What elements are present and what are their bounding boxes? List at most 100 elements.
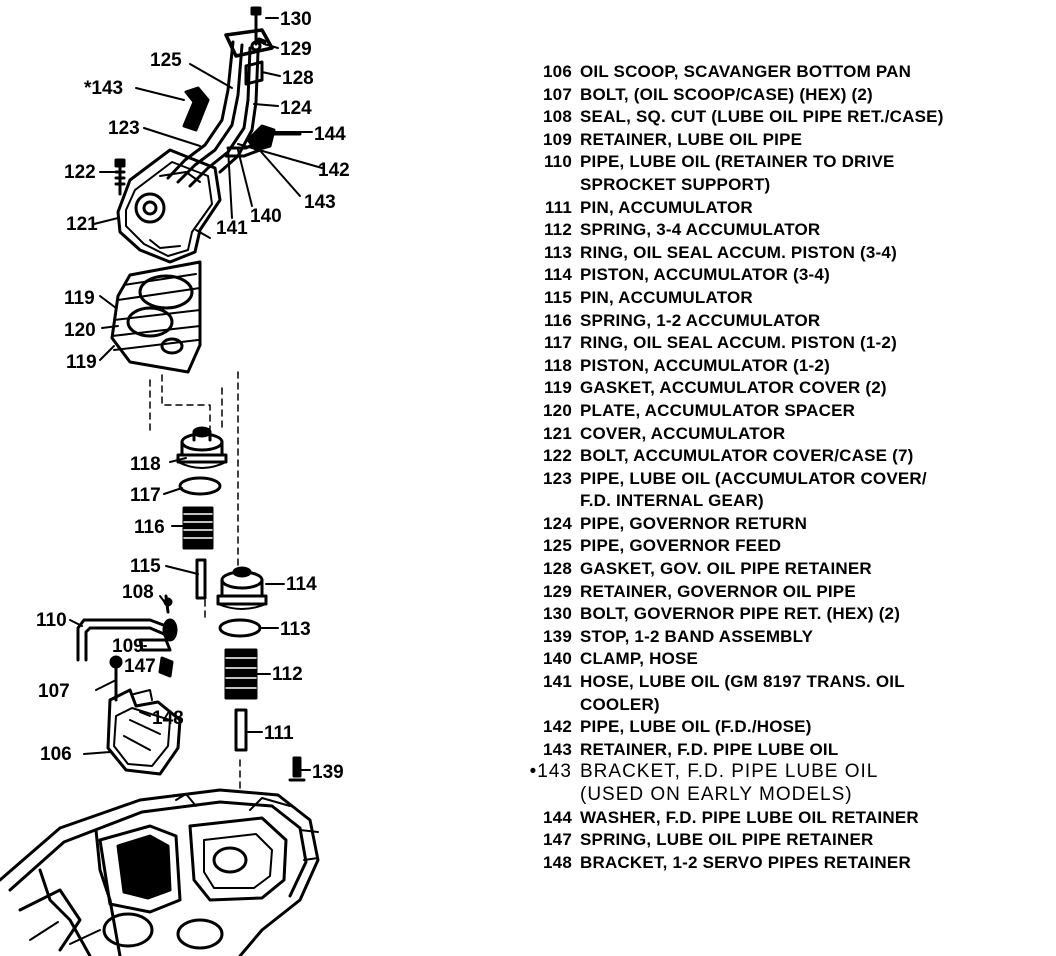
legend-item: 148 BRACKET, 1-2 SERVO PIPES RETAINER: [520, 852, 1050, 875]
legend-part-description: PIPE, LUBE OIL (F.D./HOSE): [580, 717, 812, 737]
legend-part-description: PIN, ACCUMULATOR: [580, 287, 753, 307]
legend-part-description: STOP, 1-2 BAND ASSEMBLY: [580, 626, 814, 646]
legend-part-number: 118: [543, 355, 572, 375]
legend-item: 139 STOP, 1-2 BAND ASSEMBLY: [520, 626, 1050, 649]
oil-seal-ring-3-4-drawing: [218, 618, 262, 638]
callout-148: 148: [152, 708, 184, 729]
legend-part-description: RING, OIL SEAL ACCUM. PISTON (1-2): [580, 333, 897, 353]
legend-part-number: 124: [543, 513, 572, 533]
callout-139: 139: [312, 762, 344, 783]
legend-part-number: 111: [544, 197, 572, 217]
legend-part-number: 107: [543, 84, 572, 104]
legend-item: 140 CLAMP, HOSE: [520, 648, 1050, 671]
callout-labels: 130 129 125 128 *143 124 123 144 122 142…: [36, 9, 350, 783]
callout-125: 125: [150, 50, 182, 71]
legend-part-description: PIPE, LUBE OIL (RETAINER TO DRIVE SPROCK…: [580, 152, 895, 194]
callout-141: 141: [216, 218, 248, 239]
early-bracket-drawing: [182, 86, 210, 132]
callout-143-early: *143: [84, 78, 123, 99]
legend-part-description: PIPE, LUBE OIL (ACCUMULATOR COVER/ F.D. …: [580, 468, 927, 511]
legend-part-description: PIN, ACCUMULATOR: [580, 197, 753, 217]
leader-lines: [69, 17, 323, 771]
legend-item: 129 RETAINER, GOVERNOR OIL PIPE: [520, 581, 1050, 604]
legend-item: 123 PIPE, LUBE OIL (ACCUMULATOR COVER/ F.…: [520, 468, 1050, 513]
spring-3-4-drawing: [224, 648, 258, 700]
callout-110: 110: [36, 610, 67, 631]
legend-part-number: 147: [543, 830, 572, 850]
callout-119-top: 119: [64, 288, 95, 309]
governor-pipe-retainer-drawing: [224, 6, 274, 86]
legend-item: 147 SPRING, LUBE OIL PIPE RETAINER: [520, 829, 1050, 852]
fd-pipe-washer-drawing: [224, 124, 302, 158]
callout-106: 106: [40, 744, 72, 765]
legend-item: 117 RING, OIL SEAL ACCUM. PISTON (1-2): [520, 332, 1050, 355]
legend-part-description: PLATE, ACCUMULATOR SPACER: [580, 400, 856, 420]
legend-part-number: 116: [543, 310, 572, 330]
legend-item: 108 SEAL, SQ. CUT (LUBE OIL PIPE RET./CAS…: [520, 106, 1050, 129]
legend-part-number: 143: [543, 739, 572, 759]
legend-part-number: 141: [543, 672, 572, 692]
callout-107: 107: [38, 681, 70, 702]
callout-119-bottom: 119: [66, 352, 97, 373]
legend-part-description: RING, OIL SEAL ACCUM. PISTON (3-4): [580, 242, 897, 262]
legend-part-description: CLAMP, HOSE: [580, 649, 699, 669]
callout-121: 121: [66, 214, 98, 235]
legend-part-number: 130: [543, 604, 572, 624]
callout-113: 113: [280, 619, 311, 640]
legend-part-description: SPRING, LUBE OIL PIPE RETAINER: [580, 830, 874, 850]
spring-1-2-drawing: [182, 506, 214, 550]
legend-part-description: BRACKET, F.D. PIPE LUBE OIL (USED ON EAR…: [580, 761, 879, 805]
legend-part-number: 140: [543, 649, 572, 669]
callout-128: 128: [282, 68, 314, 89]
accumulator-cover-drawing: [116, 148, 222, 264]
legend-item: 110 PIPE, LUBE OIL (RETAINER TO DRIVE SPR…: [520, 151, 1050, 196]
callout-144: 144: [314, 124, 346, 145]
legend-part-number: 114: [543, 265, 572, 285]
legend-part-number: 129: [543, 581, 572, 601]
legend-part-description: BRACKET, 1-2 SERVO PIPES RETAINER: [580, 852, 911, 872]
legend-item: 116 SPRING, 1-2 ACCUMULATOR: [520, 310, 1050, 333]
legend-part-description: RETAINER, LUBE OIL PIPE: [580, 129, 803, 149]
callout-115: 115: [130, 556, 161, 577]
legend-part-number: 117: [543, 333, 572, 353]
legend-part-description: BOLT, (OIL SCOOP/CASE) (HEX) (2): [580, 84, 873, 104]
piston-3-4-drawing: [216, 566, 268, 610]
legend-part-number: 122: [543, 446, 572, 466]
alignment-lines: [149, 371, 241, 791]
legend-part-number: 139: [543, 626, 572, 646]
legend-part-description: SPRING, 1-2 ACCUMULATOR: [580, 310, 821, 330]
legend-part-number: 123: [543, 468, 572, 488]
legend-part-description: HOSE, LUBE OIL (GM 8197 TRANS. OIL COOLE…: [580, 672, 905, 714]
callout-111: 111: [264, 723, 294, 744]
legend-part-description: WASHER, F.D. PIPE LUBE OIL RETAINER: [580, 807, 919, 827]
callout-130: 130: [280, 9, 312, 30]
legend-part-number: 110: [543, 152, 572, 172]
legend-part-number: 120: [543, 400, 572, 420]
cover-bolt-drawing: [114, 158, 126, 196]
legend-part-description: RETAINER, GOVERNOR OIL PIPE: [580, 581, 856, 601]
governor-pipes-drawing: [166, 40, 260, 188]
legend-part-number: 112: [543, 220, 572, 240]
legend-part-number: 128: [543, 559, 572, 579]
legend-part-description: SEAL, SQ. CUT (LUBE OIL PIPE RET./CASE): [580, 107, 944, 127]
callout-116: 116: [134, 517, 165, 538]
legend-part-number: 148: [543, 852, 572, 872]
legend-part-description: GASKET, ACCUMULATOR COVER (2): [580, 378, 887, 398]
legend-part-number: 108: [543, 107, 572, 127]
callout-147: 147: [124, 656, 156, 677]
callout-122: 122: [64, 162, 96, 183]
callout-118: 118: [130, 454, 161, 475]
transmission-case-drawing: [0, 788, 320, 956]
